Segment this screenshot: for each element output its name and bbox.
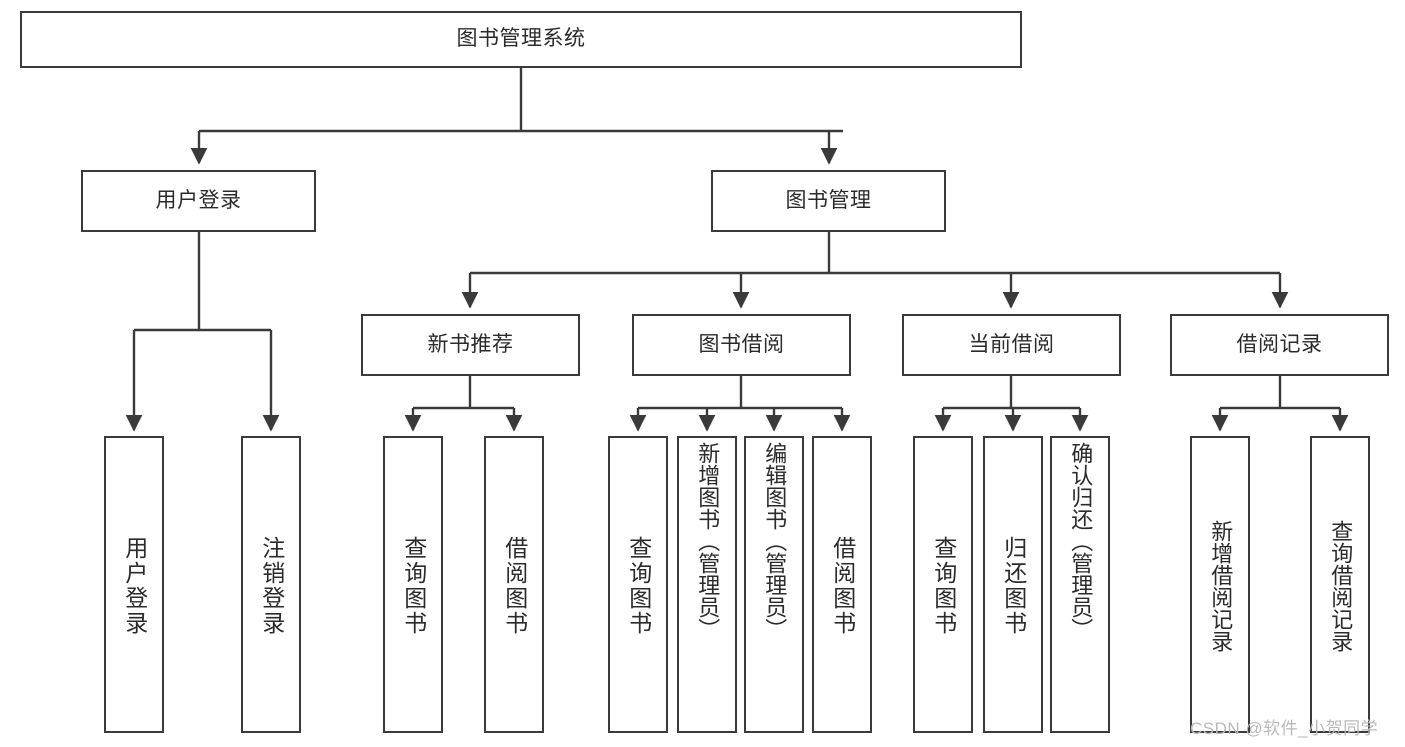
node-borrow-record-label: 借阅记录 — [1236, 332, 1323, 356]
node-leaf-logout[interactable]: 注销登录 — [241, 436, 301, 733]
node-user-login[interactable]: 用户登录 — [81, 170, 316, 232]
node-book-borrow[interactable]: 图书借阅 — [632, 314, 851, 376]
node-book-manage[interactable]: 图书管理 — [711, 170, 946, 232]
node-leaf-edit-book-label: 编辑图书（管理员） — [762, 442, 788, 640]
node-leaf-query-book-2-label: 查询图书 — [625, 535, 652, 636]
node-root-label: 图书管理系统 — [456, 27, 586, 51]
node-current-borrow[interactable]: 当前借阅 — [902, 314, 1121, 376]
node-leaf-query-book-1-label: 查询图书 — [400, 535, 427, 636]
node-new-book-rec-label: 新书推荐 — [427, 332, 514, 356]
node-leaf-borrow-book-2[interactable]: 借阅图书 — [812, 436, 872, 733]
node-leaf-borrow-book-1-label: 借阅图书 — [501, 535, 528, 636]
node-leaf-add-book[interactable]: 新增图书（管理员） — [677, 436, 737, 733]
node-leaf-query-book-3[interactable]: 查询图书 — [913, 436, 973, 733]
node-leaf-borrow-book-2-label: 借阅图书 — [829, 535, 856, 636]
node-root[interactable]: 图书管理系统 — [20, 11, 1022, 68]
node-user-login-label: 用户登录 — [155, 188, 242, 212]
node-book-manage-label: 图书管理 — [785, 188, 872, 212]
node-leaf-query-book-2[interactable]: 查询图书 — [608, 436, 668, 733]
node-leaf-logout-label: 注销登录 — [258, 535, 285, 636]
node-leaf-add-record-label: 新增借阅记录 — [1208, 519, 1234, 652]
node-leaf-add-book-label: 新增图书（管理员） — [695, 442, 721, 640]
node-leaf-borrow-book-1[interactable]: 借阅图书 — [484, 436, 544, 733]
node-leaf-edit-book[interactable]: 编辑图书（管理员） — [744, 436, 804, 733]
node-current-borrow-label: 当前借阅 — [968, 332, 1055, 356]
node-book-borrow-label: 图书借阅 — [698, 332, 785, 356]
node-leaf-return-book-label: 归还图书 — [1000, 535, 1027, 636]
node-leaf-query-record[interactable]: 查询借阅记录 — [1310, 436, 1370, 733]
node-leaf-return-book[interactable]: 归还图书 — [983, 436, 1043, 733]
node-leaf-user-login[interactable]: 用户登录 — [104, 436, 164, 733]
node-leaf-add-record[interactable]: 新增借阅记录 — [1190, 436, 1250, 733]
node-new-book-rec[interactable]: 新书推荐 — [361, 314, 580, 376]
node-leaf-query-record-label: 查询借阅记录 — [1328, 519, 1354, 652]
node-leaf-query-book-1[interactable]: 查询图书 — [383, 436, 443, 733]
node-leaf-query-book-3-label: 查询图书 — [930, 535, 957, 636]
csdn-watermark: CSDN @软件_小贺同学 — [1190, 719, 1379, 738]
node-leaf-user-login-label: 用户登录 — [121, 535, 148, 636]
node-leaf-confirm-return-label: 确认归还（管理员） — [1068, 442, 1094, 640]
node-borrow-record[interactable]: 借阅记录 — [1170, 314, 1389, 376]
node-leaf-confirm-return[interactable]: 确认归还（管理员） — [1050, 436, 1110, 733]
